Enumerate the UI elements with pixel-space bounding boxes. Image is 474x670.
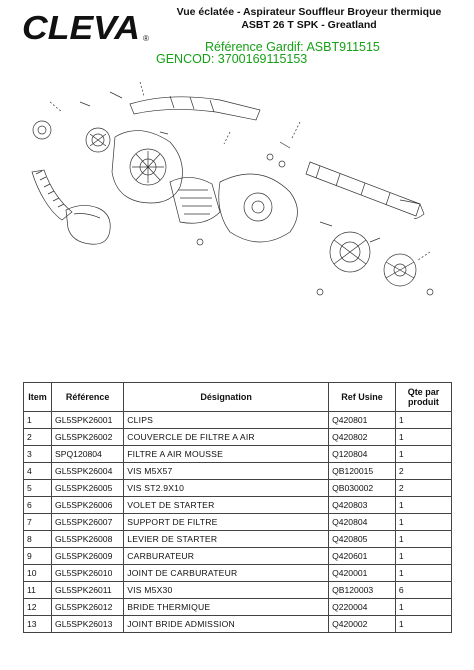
table-header-row: Item Référence Désignation Ref Usine Qte… [22, 382, 453, 412]
cell-designation: VIS M5X30 [123, 581, 330, 599]
cell-ref-usine: Q420804 [328, 513, 396, 531]
cell-designation: VOLET DE STARTER [123, 496, 330, 514]
cell-qte: 1 [394, 547, 453, 565]
cell-designation: CARBURATEUR [123, 547, 330, 565]
cell-ref-usine: Q420803 [328, 496, 396, 514]
cell-designation: FILTRE A AIR MOUSSE [123, 445, 330, 463]
parts-table: Item Référence Désignation Ref Usine Qte… [22, 382, 453, 633]
cell-ref-usine: Q420002 [328, 615, 396, 633]
logo-text: CLEVA [22, 10, 140, 44]
cell-ref-usine: Q220004 [328, 598, 396, 616]
cell-designation: VIS M5X57 [123, 462, 330, 480]
title-line-1: Vue éclatée - Aspirateur Souffleur Broye… [176, 6, 442, 18]
cell-item: 2 [22, 428, 53, 446]
cell-designation: JOINT DE CARBURATEUR [123, 564, 330, 582]
cell-item: 3 [22, 445, 53, 463]
cell-item: 1 [22, 411, 53, 429]
cell-qte: 1 [394, 411, 453, 429]
cell-qte: 1 [394, 513, 453, 531]
cell-ref-usine: Q420001 [328, 564, 396, 582]
cell-ref-usine: QB030002 [328, 479, 396, 497]
cell-reference: GL5SPK26001 [51, 411, 125, 429]
cell-item: 7 [22, 513, 53, 531]
cell-item: 9 [22, 547, 53, 565]
cell-reference: SPQ120804 [51, 445, 125, 463]
cell-designation: SUPPORT DE FILTRE [123, 513, 330, 531]
registered-mark: ® [143, 34, 149, 43]
cell-reference: GL5SPK26007 [51, 513, 125, 531]
cell-ref-usine: QB120003 [328, 581, 396, 599]
document-title: Vue éclatée - Aspirateur Souffleur Broye… [150, 6, 468, 32]
cell-ref-usine: QB120015 [328, 462, 396, 480]
cell-qte: 1 [394, 496, 453, 514]
cell-reference: GL5SPK26012 [51, 598, 125, 616]
cell-item: 8 [22, 530, 53, 548]
cell-designation: VIS ST2.9X10 [123, 479, 330, 497]
cell-item: 6 [22, 496, 53, 514]
cell-qte: 6 [394, 581, 453, 599]
cell-reference: GL5SPK26011 [51, 581, 125, 599]
header-reference: Référence [51, 382, 125, 412]
cell-ref-usine: Q120804 [328, 445, 396, 463]
cell-reference: GL5SPK26008 [51, 530, 125, 548]
cell-designation: CLIPS [123, 411, 330, 429]
cell-qte: 2 [394, 462, 453, 480]
cell-reference: GL5SPK26002 [51, 428, 125, 446]
cell-ref-usine: Q420801 [328, 411, 396, 429]
cell-qte: 1 [394, 445, 453, 463]
header-qte: Qte par produit [394, 382, 453, 412]
cleva-logo: CLEVA ® [22, 10, 149, 44]
cell-reference: GL5SPK26006 [51, 496, 125, 514]
title-line-2: ASBT 26 T SPK - Greatland [241, 19, 377, 31]
cell-ref-usine: Q420805 [328, 530, 396, 548]
cell-qte: 2 [394, 479, 453, 497]
header-item: Item [22, 382, 53, 412]
gardif-reference: Référence Gardif: ASBT911515 [205, 40, 380, 54]
cell-designation: JOINT BRIDE ADMISSION [123, 615, 330, 633]
header-designation: Désignation [123, 382, 330, 412]
cell-reference: GL5SPK26005 [51, 479, 125, 497]
cell-item: 10 [22, 564, 53, 582]
cell-ref-usine: Q420802 [328, 428, 396, 446]
cell-qte: 1 [394, 564, 453, 582]
exploded-view-diagram [31, 81, 434, 296]
cell-item: 12 [22, 598, 53, 616]
header-ref-usine: Ref Usine [328, 382, 396, 412]
cell-designation: COUVERCLE DE FILTRE A AIR [123, 428, 330, 446]
cell-ref-usine: Q420601 [328, 547, 396, 565]
cell-reference: GL5SPK26010 [51, 564, 125, 582]
cell-item: 11 [22, 581, 53, 599]
cell-qte: 1 [394, 615, 453, 633]
cell-item: 5 [22, 479, 53, 497]
cell-reference: GL5SPK26004 [51, 462, 125, 480]
gencod: GENCOD: 3700169115153 [156, 52, 308, 66]
cell-qte: 1 [394, 530, 453, 548]
cell-qte: 1 [394, 598, 453, 616]
cell-reference: GL5SPK26009 [51, 547, 125, 565]
cell-item: 13 [22, 615, 53, 633]
cell-item: 4 [22, 462, 53, 480]
cell-designation: LEVIER DE STARTER [123, 530, 330, 548]
cell-qte: 1 [394, 428, 453, 446]
cell-designation: BRIDE THERMIQUE [123, 598, 330, 616]
cell-reference: GL5SPK26013 [51, 615, 125, 633]
